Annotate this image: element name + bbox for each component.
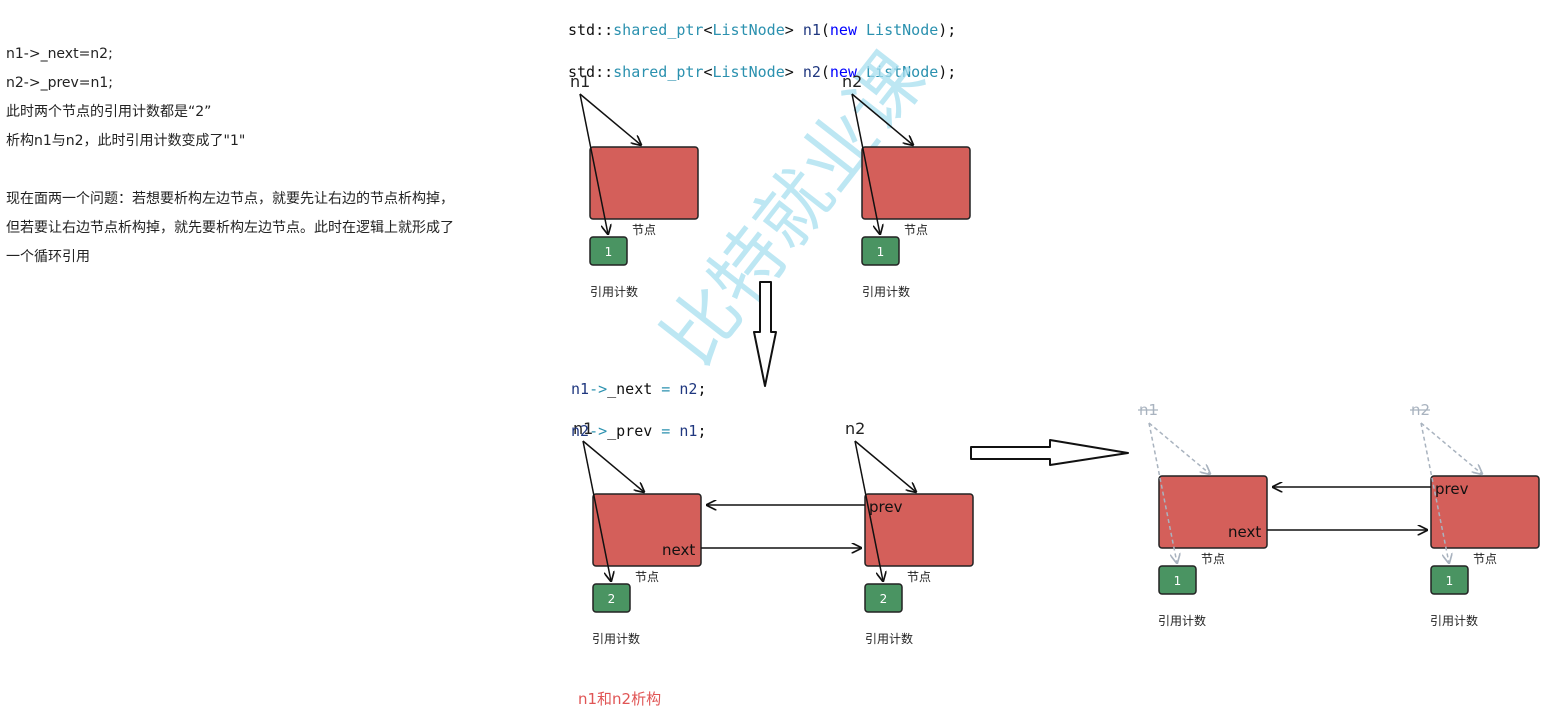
refcount-value: 1 (877, 245, 885, 259)
pointer-arrow (582, 440, 644, 492)
node-label: 节点 (907, 570, 931, 584)
refcount-label: 引用计数 (590, 284, 638, 299)
list-node (861, 146, 971, 220)
refcount-value: 1 (1446, 574, 1454, 588)
list-node (864, 493, 974, 567)
code-snippet-link-assignment: n1->_next = n2; n2->_prev = n1; (571, 358, 706, 463)
pointer-arrow (854, 440, 916, 492)
pointer-arrow (854, 440, 883, 581)
field-label-next: next (662, 541, 695, 559)
refcount-label: 引用计数 (865, 631, 913, 646)
note-line: 一个循环引用 (6, 249, 90, 265)
pointer-arrow (579, 93, 641, 145)
code-line: std::shared_ptr<ListNode> n2(new ListNod… (568, 63, 957, 81)
stage2-left-node-group: n1 next 节点 2 引用计数 (573, 419, 702, 646)
pointer-arrow-dashed (1148, 422, 1177, 563)
code-line: n1->_next = n2; (571, 380, 707, 398)
node-label: 节点 (1201, 552, 1225, 566)
refcount-label: 引用计数 (1158, 613, 1206, 628)
refcount-value: 1 (605, 245, 613, 259)
pointer-label-n2: n2 (842, 72, 862, 91)
pointer-label-n1: n1 (570, 72, 590, 91)
node-label: 节点 (904, 223, 928, 237)
code-line: n2->_prev = n1; (571, 422, 707, 440)
explanation-notes: n1->_next=n2; n2->_prev=n1; 此时两个节点的引用计数都… (6, 40, 556, 272)
node-label: 节点 (635, 570, 659, 584)
pointer-label-n2: n2 (845, 419, 865, 438)
pointer-arrow-dashed (1420, 422, 1482, 474)
note-line: n1->_next=n2; (6, 46, 113, 62)
refcount-box (1158, 565, 1197, 595)
list-node (592, 493, 702, 567)
pointer-label-n1: n1 (573, 419, 593, 438)
note-line: 此时两个节点的引用计数都是“2” (6, 104, 212, 120)
refcount-box (592, 583, 631, 613)
refcount-value: 2 (880, 592, 888, 606)
pointer-arrow (851, 93, 880, 234)
pointer-arrow (582, 440, 611, 581)
pointer-arrow (851, 93, 913, 145)
stage1-right-node-group: n2 节点 1 引用计数 (842, 72, 971, 299)
note-line: n2->_prev=n1; (6, 75, 114, 91)
node-label: 节点 (632, 223, 656, 237)
stage1-left-node-group: n1 节点 1 引用计数 (570, 72, 699, 299)
transition-right-arrow (970, 439, 1129, 466)
list-node (1430, 475, 1540, 549)
node-label: 节点 (1473, 552, 1497, 566)
pointer-arrow-dashed (1148, 422, 1210, 474)
code-snippet-declarations: std::shared_ptr<ListNode> n1(new ListNod… (568, 0, 956, 104)
stage2-right-node-group: n2 prev 节点 2 引用计数 (845, 419, 974, 646)
field-label-next: next (1228, 523, 1261, 541)
stage3-left-node-group: n1 next 节点 1 引用计数 (1138, 401, 1268, 628)
list-node (1158, 475, 1268, 549)
list-node (589, 146, 699, 220)
refcount-value: 1 (1174, 574, 1182, 588)
note-line: 现在面两一个问题：若想要析构左边节点，就要先让右边的节点析构掉， (6, 191, 454, 207)
destruction-caption: n1和n2析构 (578, 690, 662, 708)
refcount-label: 引用计数 (1430, 613, 1478, 628)
pointer-arrow (579, 93, 608, 234)
refcount-box (1430, 565, 1469, 595)
field-label-prev: prev (869, 498, 903, 516)
stage3-right-node-group: n2 prev 节点 1 引用计数 (1410, 401, 1540, 628)
pointer-arrow-dashed (1420, 422, 1449, 563)
refcount-box (589, 236, 628, 266)
refcount-box (861, 236, 900, 266)
transition-down-arrow (753, 281, 777, 387)
refcount-value: 2 (608, 592, 616, 606)
code-line: std::shared_ptr<ListNode> n1(new ListNod… (568, 21, 957, 39)
refcount-box (864, 583, 903, 613)
refcount-label: 引用计数 (592, 631, 640, 646)
refcount-label: 引用计数 (862, 284, 910, 299)
note-line: 析构n1与n2，此时引用计数变成了"1" (6, 133, 246, 149)
note-line: 但若要让右边节点析构掉，就先要析构左边节点。此时在逻辑上就形成了 (6, 220, 454, 236)
field-label-prev: prev (1435, 480, 1469, 498)
